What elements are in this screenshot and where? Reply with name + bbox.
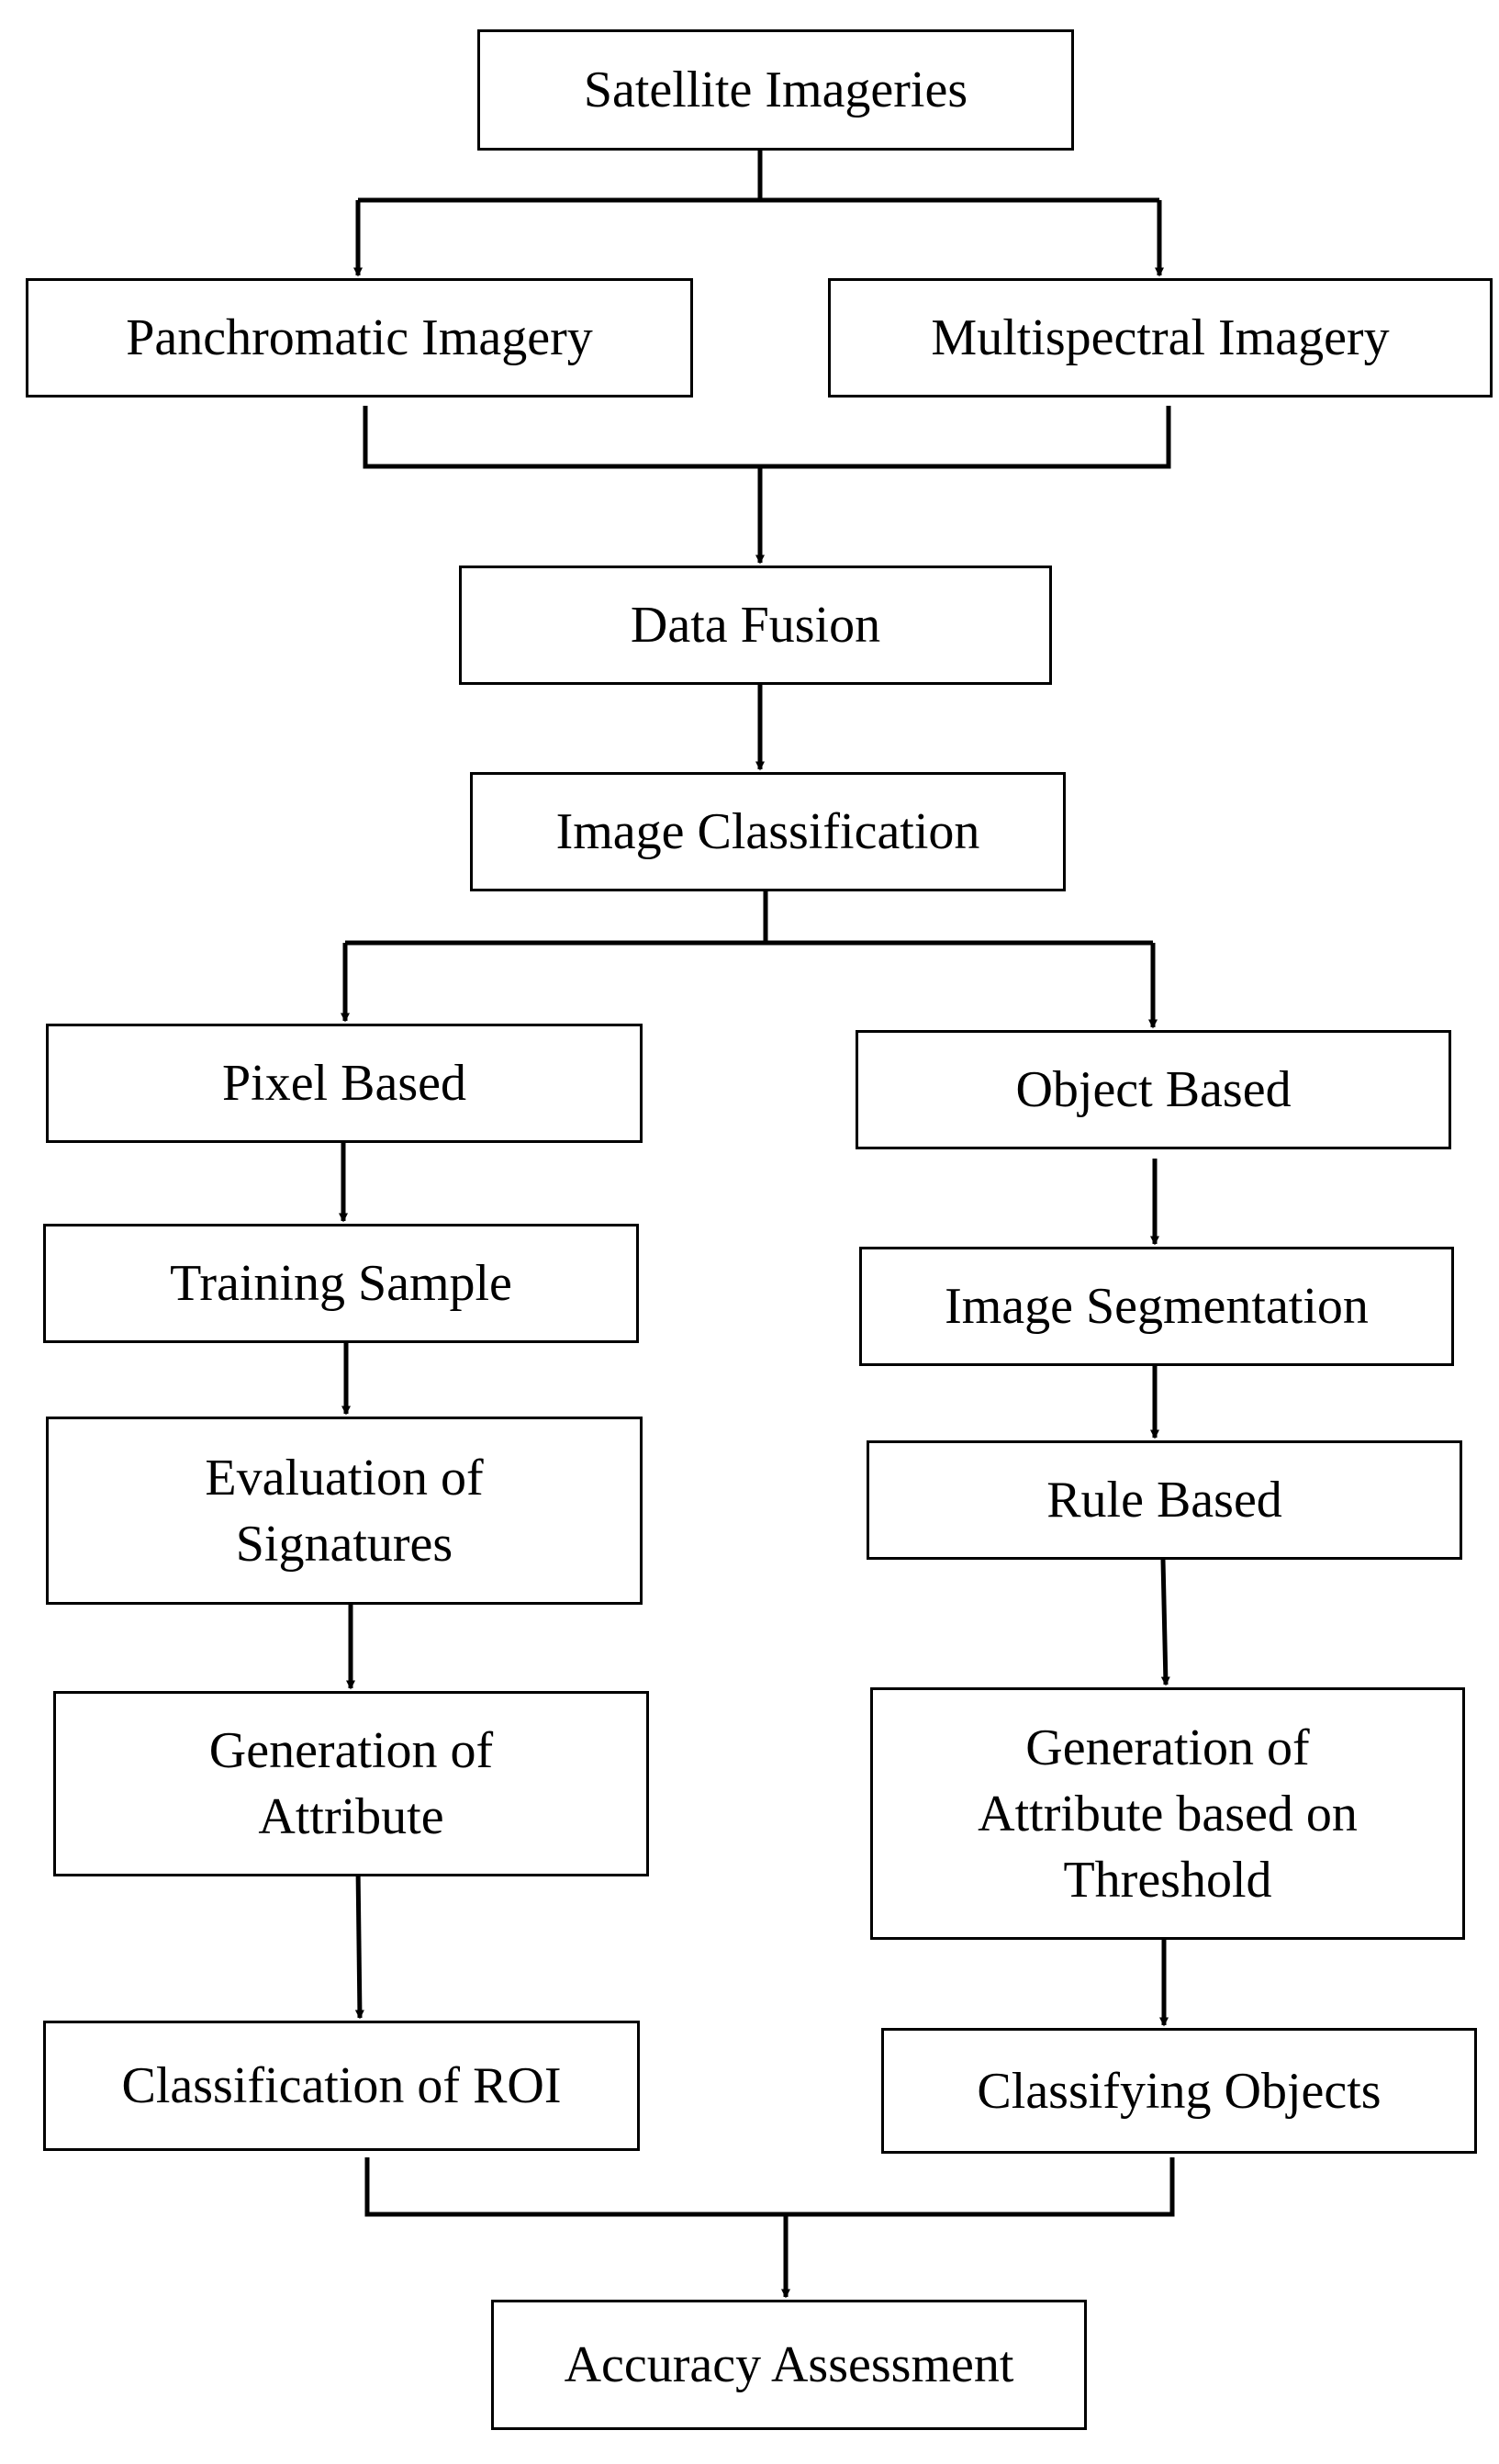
node-label-line: Panchromatic Imagery	[126, 309, 593, 366]
connector-results-join	[364, 2157, 1175, 2217]
node-pixel-based: Pixel Based	[46, 1024, 643, 1143]
node-label-line: Rule Based	[1046, 1472, 1282, 1529]
node-label-line: Generation of	[1025, 1719, 1310, 1776]
node-label-line: Accuracy Assessment	[564, 2336, 1014, 2393]
node-label-line: Training Sample	[170, 1255, 512, 1312]
node-accuracy-assessment: Accuracy Assessment	[491, 2300, 1087, 2430]
node-label-line: Object Based	[1015, 1061, 1292, 1118]
node-label-line: Image Classification	[555, 803, 980, 860]
node-label: Accuracy Assessment	[565, 2332, 1014, 2398]
node-label: Object Based	[1015, 1057, 1291, 1123]
node-label: Image Classification	[556, 799, 980, 865]
node-label-line: Satellite Imageries	[583, 62, 968, 118]
node-label: Data Fusion	[631, 592, 880, 658]
node-panchromatic-imagery: Panchromatic Imagery	[26, 278, 693, 398]
node-label: Classification of ROI	[121, 2053, 561, 2119]
node-evaluation-of-signatures: Evaluation of Signatures	[46, 1417, 643, 1605]
node-label: Classifying Objects	[977, 2058, 1381, 2124]
node-label: Evaluation of Signatures	[205, 1445, 483, 1577]
node-label: Satellite Imageries	[584, 57, 968, 123]
node-label: Multispectral Imagery	[931, 305, 1389, 371]
node-training-sample: Training Sample	[43, 1224, 639, 1343]
node-classifying-objects: Classifying Objects	[881, 2028, 1477, 2154]
node-label-line: Signatures	[235, 1515, 453, 1573]
node-satellite-imageries: Satellite Imageries	[477, 29, 1074, 151]
arrow-to-classification-roi	[354, 1865, 364, 2020]
node-label-line: Classifying Objects	[977, 2062, 1382, 2120]
node-label: Panchromatic Imagery	[126, 305, 592, 371]
arrow-to-generation-threshold	[1160, 1559, 1170, 1686]
connector-imagery-join	[363, 406, 1171, 469]
node-generation-of-attribute-threshold: Generation of Attribute based on Threshold	[870, 1687, 1465, 1940]
node-label: Generation of Attribute	[209, 1718, 493, 1850]
node-label-line: Multispectral Imagery	[931, 309, 1390, 366]
node-label-line: Classification of ROI	[121, 2057, 562, 2114]
node-classification-of-roi: Classification of ROI	[43, 2021, 640, 2151]
node-image-segmentation: Image Segmentation	[859, 1247, 1454, 1366]
node-image-classification: Image Classification	[470, 772, 1066, 891]
node-label: Rule Based	[1046, 1467, 1282, 1533]
node-label-line: Attribute based on	[978, 1785, 1358, 1842]
node-label: Training Sample	[170, 1250, 512, 1316]
node-label-line: Evaluation of	[205, 1449, 484, 1506]
node-object-based: Object Based	[856, 1030, 1451, 1149]
node-label-line: Generation of	[208, 1722, 494, 1779]
node-label-line: Attribute	[258, 1788, 444, 1845]
node-label: Generation of Attribute based on Threshold	[978, 1715, 1358, 1913]
node-data-fusion: Data Fusion	[459, 566, 1052, 685]
node-label-line: Image Segmentation	[945, 1278, 1369, 1335]
node-label: Image Segmentation	[945, 1273, 1369, 1339]
node-label-line: Data Fusion	[630, 597, 881, 654]
node-generation-of-attribute: Generation of Attribute	[53, 1691, 649, 1876]
node-label-line: Threshold	[1063, 1851, 1272, 1909]
node-label-line: Pixel Based	[222, 1055, 466, 1112]
node-multispectral-imagery: Multispectral Imagery	[828, 278, 1493, 398]
node-rule-based: Rule Based	[867, 1440, 1462, 1560]
node-label: Pixel Based	[222, 1050, 466, 1116]
